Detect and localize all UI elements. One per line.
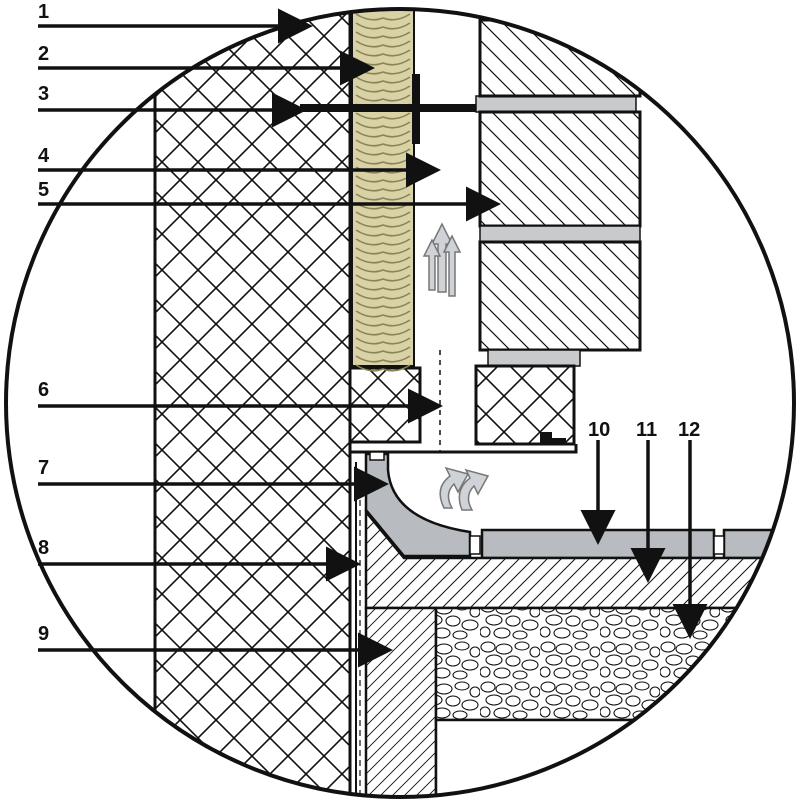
concrete-wall (153, 9, 422, 797)
support-angle (348, 444, 578, 797)
callout-10: 10 (588, 419, 610, 441)
callout-3: 3 (38, 83, 49, 105)
airflow-arrow-curve-icon (439, 466, 490, 511)
callout-5: 5 (38, 179, 49, 201)
paving-slabs (469, 528, 794, 560)
airflow-arrow-up-icon (422, 222, 462, 297)
callout-8: 8 (38, 537, 49, 559)
callout-6: 6 (38, 379, 49, 401)
callout-7: 7 (38, 457, 49, 479)
callout-9: 9 (38, 623, 49, 645)
leader-lines (38, 8, 708, 668)
gravel-layer (434, 606, 794, 797)
detail-circle (4, 7, 796, 799)
callout-12: 12 (678, 419, 700, 441)
callout-2: 2 (38, 43, 49, 65)
foundation-block (364, 606, 438, 797)
insulation-layer (351, 9, 415, 372)
callout-labels: 1 2 3 4 5 6 7 8 9 10 11 12 (38, 1, 700, 645)
callout-4: 4 (38, 145, 50, 167)
callout-1: 1 (38, 1, 49, 23)
callout-11: 11 (636, 419, 657, 441)
